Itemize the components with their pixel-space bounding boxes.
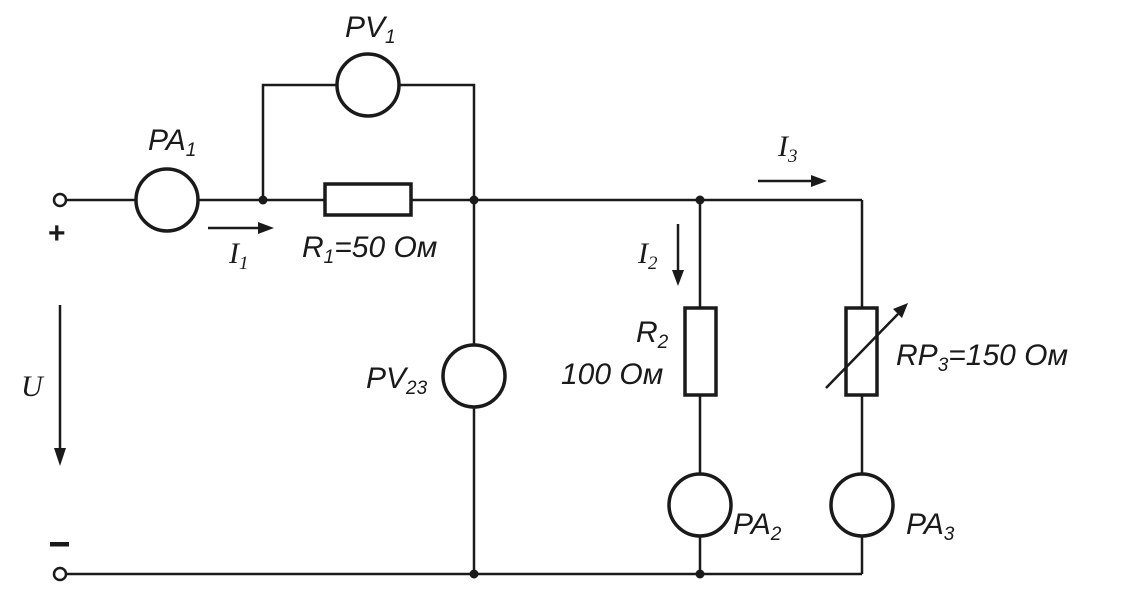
arrowhead-icon [893,303,908,318]
rheostat-adjust-arrow [825,313,899,389]
junction-dot [469,195,479,205]
ammeter-pa2 [667,472,733,538]
ammeter-pa1 [134,167,200,233]
voltmeter-pv1 [335,52,401,118]
arrowhead-icon [811,175,827,187]
voltmeter-pv23 [441,343,507,409]
label-r2: R2 [636,316,669,353]
label-r2-value: 100 Ом [561,358,663,391]
label-r1: R1=50 Ом [302,231,437,268]
label-pv23: PV23 [366,362,428,399]
junction-dot [469,569,479,579]
wire-pv1-right [399,83,476,200]
label-rp3: RP3=150 Ом [896,339,1068,376]
wires [67,83,864,576]
label-pa2: PA2 [733,508,782,545]
ammeter-pa3 [829,472,895,538]
arrowhead-icon [258,222,274,234]
minus-sign [50,542,69,547]
resistor-r1 [323,182,413,217]
terminal-plus [52,192,68,208]
label-i1: I1 [228,237,249,274]
arrowhead-icon [672,270,684,286]
junction-dot [695,569,705,579]
label-pv1: PV1 [345,11,396,48]
junction-dot [695,195,705,205]
wire-pv1-left [261,83,337,200]
label-i3: I3 [777,130,798,167]
label-pa3: PA3 [906,508,955,545]
junction-dot [258,195,268,205]
resistor-r2 [683,306,718,397]
label-i2: I2 [637,237,658,274]
label-pa1: PA1 [148,124,196,161]
arrowhead-icon [54,448,66,466]
plus-sign: + [48,217,66,250]
terminal-minus [52,566,68,582]
label-u: U [21,370,45,403]
